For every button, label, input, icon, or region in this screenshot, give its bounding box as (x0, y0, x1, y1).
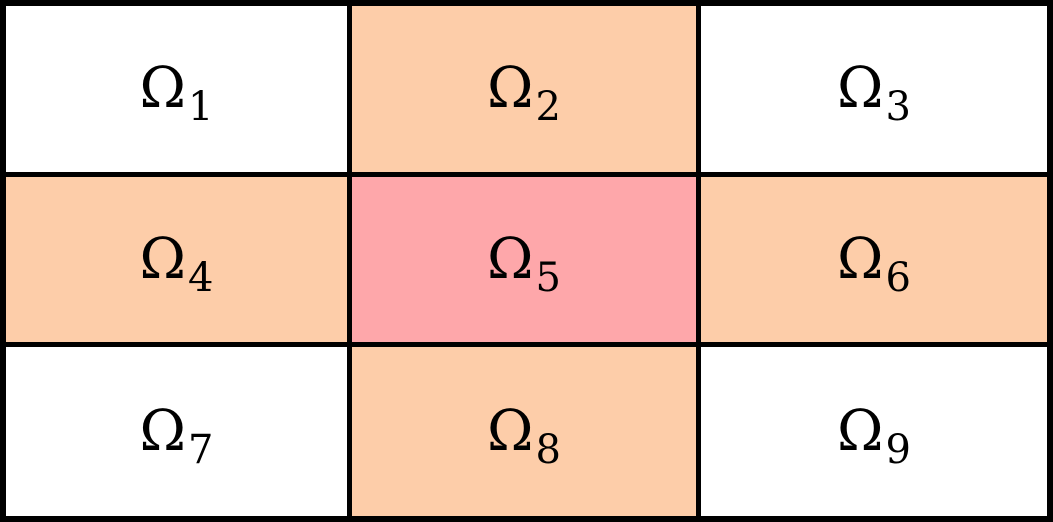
omega-symbol: Ω (139, 56, 186, 121)
subdomain-index: 6 (885, 254, 911, 301)
subdomain-index: 9 (885, 426, 911, 473)
subdomain-index: 1 (187, 84, 214, 130)
omega-symbol: Ω (139, 226, 186, 292)
omega-symbol: Ω (837, 226, 884, 292)
omega-symbol: Ω (487, 398, 534, 464)
subdomain-index: 2 (535, 84, 561, 130)
omega-symbol: Ω (837, 398, 884, 464)
subdomain-index: 8 (535, 426, 561, 473)
subdomain-index: 5 (535, 254, 561, 301)
omega-symbol: Ω (837, 56, 884, 121)
omega-symbol: Ω (487, 226, 534, 292)
omega-symbol: Ω (139, 398, 186, 464)
omega-symbol: Ω (487, 56, 534, 121)
subdomain-index: 3 (885, 84, 911, 130)
subdomain-index: 7 (187, 426, 214, 473)
subdomain-index: 4 (187, 254, 214, 301)
